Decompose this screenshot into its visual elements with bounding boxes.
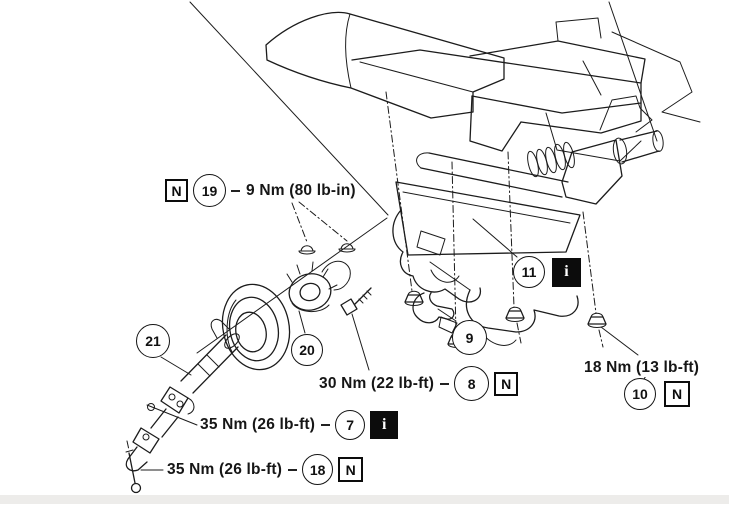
leader-dash bbox=[440, 382, 450, 385]
intermediate-shaft bbox=[125, 318, 240, 472]
leader-line bbox=[298, 310, 306, 334]
cross-beam bbox=[351, 49, 642, 114]
upper-steering-shaft bbox=[612, 130, 664, 165]
coupling-bolt-hole bbox=[147, 403, 155, 411]
leader-dash bbox=[288, 468, 298, 471]
lower-u-joint bbox=[132, 427, 160, 454]
lock-nuts bbox=[298, 243, 356, 255]
callout-number: 10 bbox=[624, 378, 656, 410]
callout-10: 10 N bbox=[624, 378, 690, 410]
callout-20: 20 bbox=[291, 334, 323, 366]
ignition-lock-housing bbox=[392, 209, 482, 303]
coupling-bolt bbox=[125, 440, 142, 494]
torque-label: 18 Nm (13 lb-ft) bbox=[583, 359, 701, 377]
steering-shaft-boot bbox=[527, 141, 575, 178]
note-n-flag-icon: N bbox=[338, 457, 364, 482]
column-jacket-tube bbox=[420, 167, 563, 198]
leader-line bbox=[437, 308, 457, 322]
lower-column-bearing bbox=[286, 260, 351, 312]
torque-label: 35 Nm (26 lb-ft) bbox=[199, 416, 317, 434]
stud-centerline bbox=[385, 91, 413, 292]
callout-8: 30 Nm (22 lb-ft) 8 N bbox=[318, 366, 519, 401]
upper-yoke bbox=[210, 318, 231, 339]
shaft-axis-line bbox=[196, 217, 388, 354]
leader-line bbox=[600, 326, 639, 356]
lock-nut bbox=[298, 245, 316, 255]
info-i-flag-icon: i bbox=[552, 257, 581, 287]
callout-number: 20 bbox=[291, 334, 323, 366]
callout-number: 21 bbox=[136, 324, 170, 358]
leader-line bbox=[291, 202, 308, 243]
flange-nut bbox=[505, 306, 525, 322]
callout-number: 8 bbox=[454, 366, 490, 401]
callout-10-text: 18 Nm (13 lb-ft) bbox=[583, 359, 701, 377]
torque-label: 35 Nm (26 lb-ft) bbox=[166, 460, 284, 479]
leader-line bbox=[608, 1, 658, 142]
lower-yoke bbox=[125, 446, 148, 472]
leader-line bbox=[160, 356, 192, 376]
callout-19: N 19 9 Nm (80 lb-in) bbox=[165, 174, 357, 207]
torque-label: 30 Nm (22 lb-ft) bbox=[318, 374, 436, 393]
note-n-flag-icon: N bbox=[494, 371, 519, 396]
callout-7: 35 Nm (26 lb-ft) 7 i bbox=[199, 410, 399, 440]
bearing-flange bbox=[321, 260, 351, 291]
lock-nut bbox=[338, 243, 356, 253]
torque-label: 9 Nm (80 lb-in) bbox=[245, 181, 357, 200]
stud-centerline bbox=[451, 161, 457, 334]
instrument-panel-bracket bbox=[265, 11, 701, 162]
wiring-hook-bracket bbox=[412, 292, 458, 334]
callout-number: 9 bbox=[452, 320, 487, 355]
leader-line bbox=[146, 404, 198, 426]
leader-line bbox=[298, 201, 348, 242]
mounting-studs bbox=[385, 91, 607, 348]
leader-dash bbox=[321, 424, 331, 426]
callout-18: 35 Nm (26 lb-ft) 18 N bbox=[166, 454, 364, 485]
pinch-bolt bbox=[340, 287, 372, 316]
callout-number: 19 bbox=[193, 174, 226, 207]
leader-lines bbox=[140, 1, 658, 471]
info-i-flag-icon: i bbox=[370, 411, 399, 439]
stud-centerline bbox=[582, 211, 597, 314]
callout-number: 11 bbox=[513, 256, 545, 288]
callout-21: 21 bbox=[136, 324, 170, 358]
column-opening-seal bbox=[221, 283, 291, 371]
upper-column-housing bbox=[561, 139, 623, 205]
footer-strip bbox=[0, 495, 729, 504]
lower-column-bracket bbox=[465, 289, 579, 333]
leader-line bbox=[351, 313, 370, 371]
air-duct bbox=[265, 11, 505, 119]
leader-dash bbox=[231, 189, 240, 192]
callout-number: 18 bbox=[302, 454, 334, 485]
leader-line bbox=[472, 218, 518, 258]
callout-9: 9 bbox=[452, 320, 487, 355]
steering-column-assembly bbox=[392, 95, 664, 346]
upper-u-joint bbox=[160, 386, 189, 414]
flange-nut bbox=[587, 312, 607, 328]
leader-line bbox=[189, 1, 389, 216]
callout-number: 7 bbox=[335, 410, 366, 440]
note-n-flag-icon: N bbox=[165, 179, 188, 202]
callout-11: 11 i bbox=[513, 256, 581, 288]
note-n-flag-icon: N bbox=[664, 381, 690, 407]
column-mounting-plate bbox=[395, 181, 581, 256]
stud-centerline bbox=[507, 151, 515, 308]
